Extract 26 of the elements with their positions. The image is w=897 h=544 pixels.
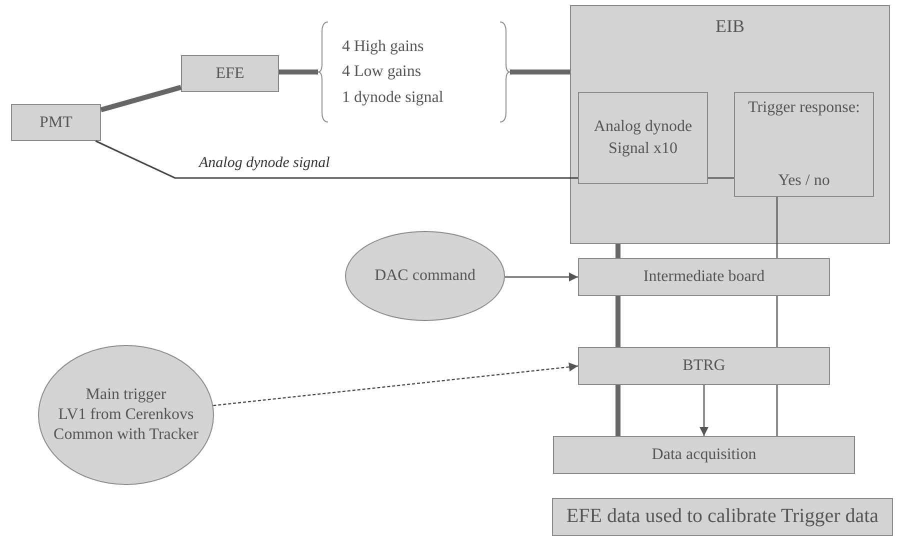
process-box: Analog dynode Signal x10 bbox=[578, 92, 708, 184]
process-box: EIB Analog dynode Signal x10 Trigger response: Yes / no bbox=[570, 5, 890, 244]
process-box: Intermediate board bbox=[578, 258, 830, 296]
process-box: PMT bbox=[11, 104, 101, 141]
connector-line bbox=[95, 140, 578, 179]
process-box: Data acquisition bbox=[553, 436, 855, 474]
process-box: BTRG bbox=[578, 347, 830, 385]
connector-line bbox=[776, 385, 778, 436]
connector-line bbox=[776, 197, 778, 258]
ellipse-node: Main trigger LV1 from Cerenkovs Common with Tracker bbox=[38, 345, 214, 485]
connector-line bbox=[616, 385, 620, 436]
connector-line bbox=[510, 70, 570, 74]
connector-line bbox=[700, 385, 708, 436]
process-box: EFE data used to calibrate Trigger data bbox=[552, 498, 893, 536]
connector-line bbox=[505, 272, 578, 282]
connector-line bbox=[213, 362, 578, 406]
connector-line bbox=[616, 244, 620, 258]
process-box: Trigger response: Yes / no bbox=[734, 92, 874, 197]
process-box: EFE bbox=[181, 55, 279, 92]
connector-line bbox=[708, 177, 734, 179]
connector-line bbox=[776, 296, 778, 347]
connector-line bbox=[616, 296, 620, 347]
ellipse-node: DAC command bbox=[345, 231, 505, 321]
connector-line bbox=[100, 84, 182, 112]
signal-list: 4 High gains 4 Low gains 1 dynode signal bbox=[318, 20, 510, 124]
connector-line bbox=[279, 70, 318, 74]
